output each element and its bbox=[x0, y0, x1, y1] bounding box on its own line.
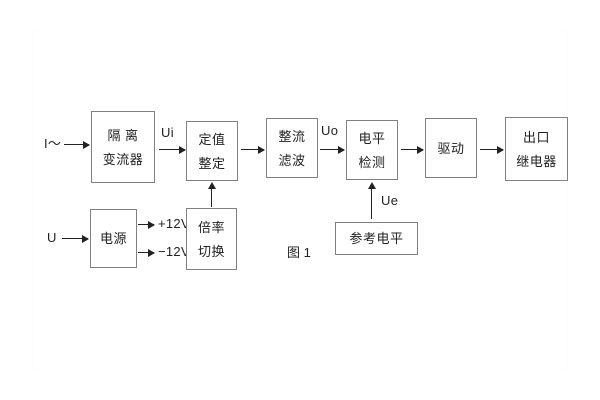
signal-label-ue: Ue bbox=[381, 193, 399, 208]
arrow-level-detect-to-drive bbox=[401, 145, 424, 154]
arrow-setting-to-rectify bbox=[241, 145, 265, 154]
block-output-relay-line-2: 继电器 bbox=[516, 153, 557, 169]
block-multiplier-switch-line-2: 切换 bbox=[197, 243, 225, 259]
block-level-detect-line-1: 电平 bbox=[358, 130, 386, 146]
block-power-supply[interactable]: 电源 bbox=[90, 209, 137, 268]
arrow-isolation-ct-to-setting bbox=[159, 145, 186, 154]
block-rectify-filter-line-2: 滤波 bbox=[278, 152, 306, 168]
arrow-multiplier-switch-to-setting bbox=[207, 182, 216, 207]
arrow-reference-level-to-level-detect bbox=[367, 182, 376, 219]
block-reference-level[interactable]: 参考电平 bbox=[335, 222, 418, 255]
block-drive-line-1: 驱动 bbox=[437, 140, 465, 156]
block-rectify-filter-line-1: 整流 bbox=[278, 128, 306, 144]
block-output-relay-line-1: 出口 bbox=[522, 129, 550, 145]
rail-label-positive: +12V bbox=[158, 216, 190, 231]
rail-label-negative: −12V bbox=[158, 244, 190, 259]
arrow-voltage-to-power-supply bbox=[62, 234, 89, 243]
block-output-relay[interactable]: 出口 继电器 bbox=[505, 117, 568, 181]
arrow-rail-negative bbox=[138, 248, 155, 257]
block-multiplier-switch-line-1: 倍率 bbox=[197, 219, 225, 235]
signal-label-ui: Ui bbox=[161, 125, 174, 140]
arrow-drive-to-output-relay bbox=[480, 145, 504, 154]
block-setting-line-1: 定值 bbox=[198, 131, 226, 147]
arrow-current-to-isolation-ct bbox=[64, 140, 90, 149]
block-setting-line-2: 整定 bbox=[198, 155, 226, 171]
signal-label-uo: Uo bbox=[321, 123, 339, 138]
block-setting[interactable]: 定值 整定 bbox=[186, 121, 238, 181]
block-isolation-ct-line-2: 变流器 bbox=[102, 151, 144, 167]
block-power-supply-line-1: 电源 bbox=[99, 231, 127, 246]
block-rectify-filter[interactable]: 整流 滤波 bbox=[266, 118, 318, 178]
diagram-content-frame bbox=[32, 30, 568, 370]
input-label-current: I～ bbox=[44, 136, 62, 151]
block-isolation-ct[interactable]: 隔 离 变流器 bbox=[91, 111, 155, 183]
input-label-voltage: U bbox=[47, 230, 57, 245]
arrow-rectify-to-level-detect bbox=[320, 145, 345, 154]
arrow-rail-positive bbox=[138, 220, 155, 229]
block-level-detect-line-2: 检测 bbox=[358, 154, 386, 170]
block-reference-level-line-1: 参考电平 bbox=[349, 231, 404, 246]
block-isolation-ct-line-1: 隔 离 bbox=[107, 127, 139, 143]
block-multiplier-switch[interactable]: 倍率 切换 bbox=[186, 208, 237, 270]
block-level-detect[interactable]: 电平 检测 bbox=[346, 120, 398, 180]
block-drive[interactable]: 驱动 bbox=[425, 118, 477, 178]
figure-caption: 图 1 bbox=[287, 245, 311, 260]
